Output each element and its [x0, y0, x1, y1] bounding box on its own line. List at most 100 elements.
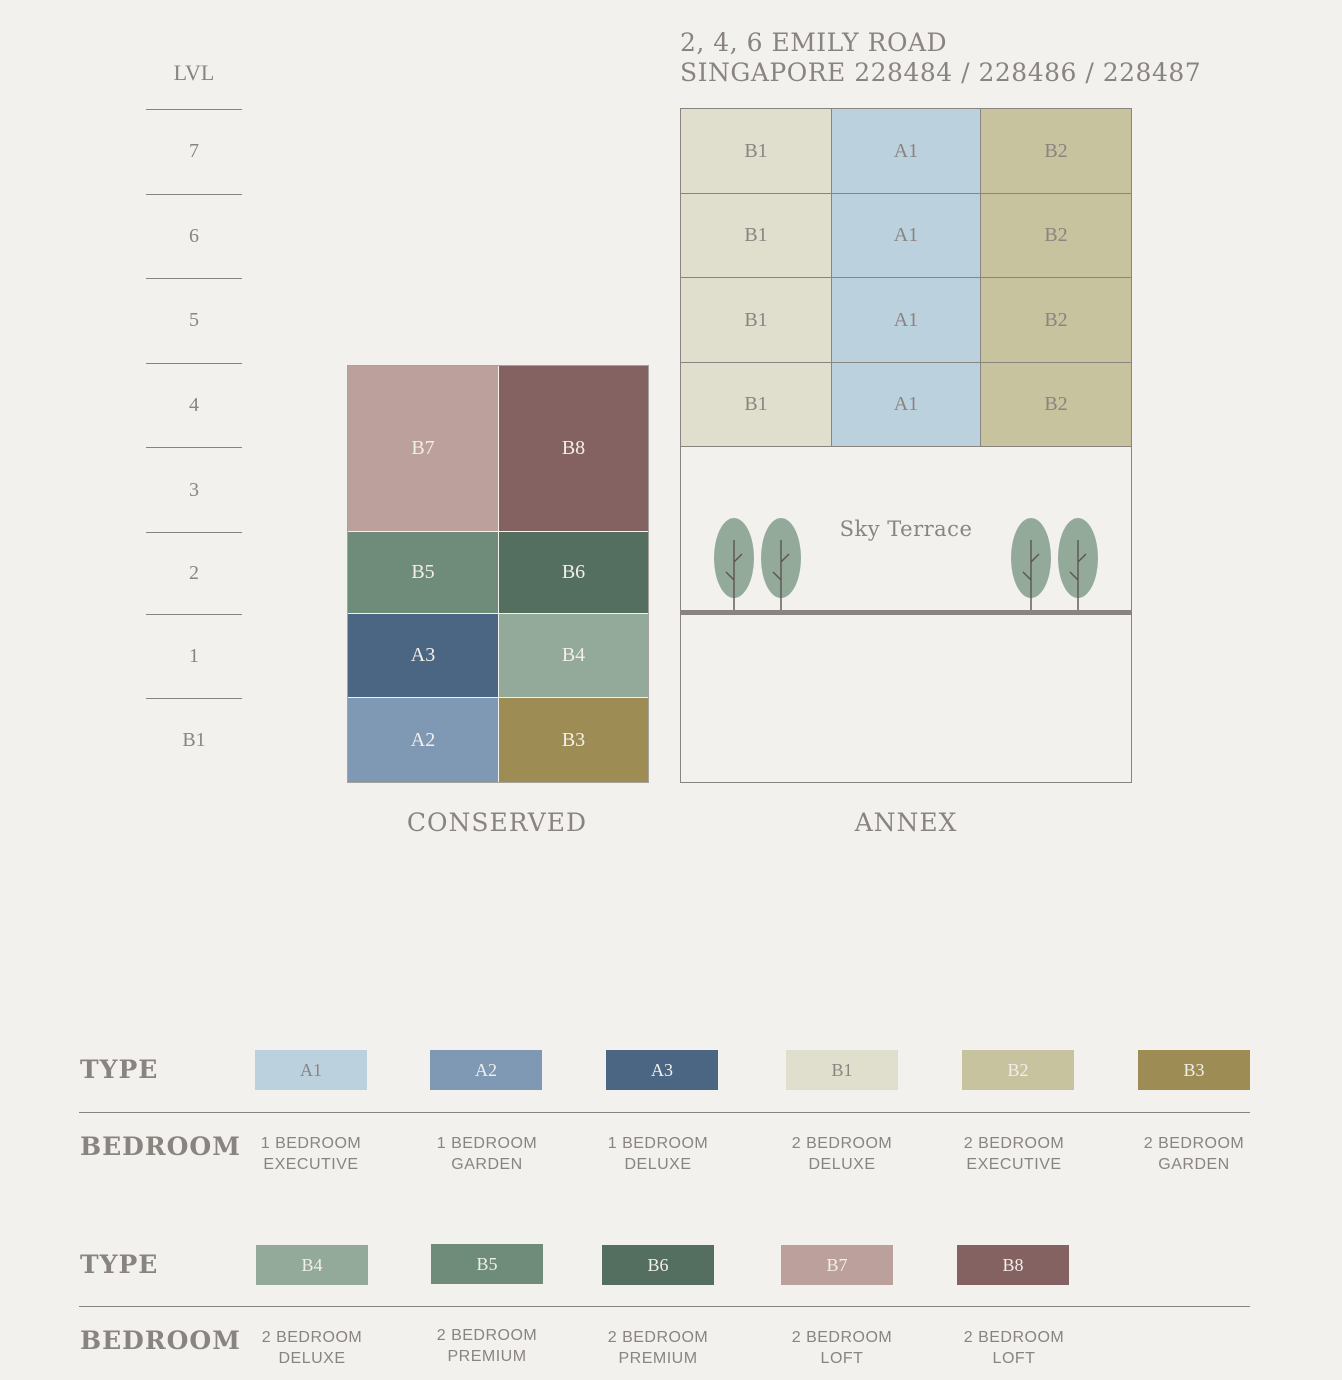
legend-bedroom-b6: 2 BEDROOM PREMIUM — [573, 1327, 743, 1369]
level-label: 6 — [189, 225, 199, 247]
address-line-2: SINGAPORE 228484 / 228486 / 228487 — [680, 58, 1202, 87]
conserved-building — [347, 365, 649, 783]
legend-bedroom-a3: 1 BEDROOM DELUXE — [573, 1133, 743, 1175]
level-divider — [146, 109, 242, 110]
legend-bedroom-b4: 2 BEDROOM DELUXE — [227, 1327, 397, 1369]
level-label: 4 — [189, 394, 199, 416]
level-divider — [146, 614, 242, 615]
legend-swatch-a3: A3 — [606, 1050, 718, 1090]
bedroom-count: 1 BEDROOM — [607, 1135, 709, 1152]
unit-b1[interactable]: B1 — [681, 109, 832, 194]
legend-swatch-b4: B4 — [256, 1245, 368, 1285]
unit-a1[interactable]: A1 — [832, 194, 981, 278]
bedroom-variant: LOFT — [992, 1350, 1036, 1367]
bedroom-count: 1 BEDROOM — [436, 1135, 538, 1152]
unit-a3[interactable]: A3 — [348, 614, 498, 697]
legend-divider — [79, 1306, 1250, 1307]
legend-swatch-b2: B2 — [962, 1050, 1074, 1090]
level-divider — [146, 363, 242, 364]
bedroom-count: 2 BEDROOM — [261, 1329, 363, 1346]
bedroom-variant: GARDEN — [1158, 1156, 1230, 1173]
unit-a1[interactable]: A1 — [832, 109, 981, 194]
legend-swatch-b3: B3 — [1138, 1050, 1250, 1090]
unit-b8[interactable]: B8 — [499, 366, 648, 531]
legend-bedroom-b2: 2 BEDROOM EXECUTIVE — [929, 1133, 1099, 1175]
level-label: 7 — [189, 140, 199, 162]
unit-b1[interactable]: B1 — [681, 363, 832, 447]
legend-bedroom-a2: 1 BEDROOM GARDEN — [402, 1133, 572, 1175]
bedroom-variant: PREMIUM — [618, 1350, 698, 1367]
unit-b3[interactable]: B3 — [499, 698, 648, 782]
bedroom-variant: DELUXE — [808, 1156, 876, 1173]
legend-swatch-a2: A2 — [430, 1050, 542, 1090]
bedroom-count: 2 BEDROOM — [963, 1135, 1065, 1152]
bedroom-variant: DELUXE — [624, 1156, 692, 1173]
tree-icons — [714, 518, 1098, 610]
bedroom-count: 2 BEDROOM — [963, 1329, 1065, 1346]
annex-caption: ANNEX — [854, 808, 958, 837]
tree-icon — [761, 518, 801, 610]
level-label: 2 — [189, 562, 199, 584]
unit-b4[interactable]: B4 — [499, 614, 648, 697]
level-label: B1 — [182, 729, 206, 751]
level-label: 1 — [189, 645, 199, 667]
bedroom-count: 2 BEDROOM — [436, 1327, 538, 1344]
legend-swatch-b5: B5 — [431, 1244, 543, 1284]
bedroom-count: 1 BEDROOM — [260, 1135, 362, 1152]
bedroom-variant: LOFT — [820, 1350, 864, 1367]
annex-building — [680, 108, 1132, 783]
sky-terrace-floor — [681, 610, 1131, 615]
legend-swatch-a1: A1 — [255, 1050, 367, 1090]
bedroom-variant: GARDEN — [451, 1156, 523, 1173]
tree-icon — [1011, 518, 1051, 610]
unit-b5[interactable]: B5 — [348, 532, 498, 613]
unit-b6[interactable]: B6 — [499, 532, 648, 613]
legend-bedroom-b8: 2 BEDROOM LOFT — [929, 1327, 1099, 1369]
unit-b1[interactable]: B1 — [681, 278, 832, 363]
tree-icon — [1058, 518, 1098, 610]
legend-bedroom-b7: 2 BEDROOM LOFT — [757, 1327, 927, 1369]
legend-bedroom-heading: BEDROOM — [80, 1326, 241, 1355]
legend-bedroom-a1: 1 BEDROOM EXECUTIVE — [226, 1133, 396, 1175]
level-column-title: LVL — [173, 60, 215, 85]
legend-swatch-b7: B7 — [781, 1245, 893, 1285]
level-label: 5 — [189, 309, 199, 331]
legend-swatch-b8: B8 — [957, 1245, 1069, 1285]
legend-bedroom-b5: 2 BEDROOM PREMIUM — [402, 1325, 572, 1367]
tree-icon — [714, 518, 754, 610]
level-label: 3 — [189, 479, 199, 501]
bedroom-count: 2 BEDROOM — [1143, 1135, 1245, 1152]
bedroom-variant: PREMIUM — [447, 1348, 527, 1365]
unit-b2[interactable]: B2 — [981, 278, 1131, 363]
bedroom-variant: EXECUTIVE — [263, 1156, 359, 1173]
legend-bedroom-b1: 2 BEDROOM DELUXE — [757, 1133, 927, 1175]
unit-a1[interactable]: A1 — [832, 363, 981, 447]
level-divider — [146, 698, 242, 699]
level-divider — [146, 447, 242, 448]
bedroom-variant: DELUXE — [278, 1350, 346, 1367]
legend-divider — [79, 1112, 1250, 1113]
legend-bedroom-b3: 2 BEDROOM GARDEN — [1109, 1133, 1279, 1175]
unit-b2[interactable]: B2 — [981, 363, 1131, 447]
address-line-1: 2, 4, 6 EMILY ROAD — [680, 28, 948, 57]
level-divider — [146, 278, 242, 279]
unit-a2[interactable]: A2 — [348, 698, 498, 782]
unit-b7[interactable]: B7 — [348, 366, 498, 531]
level-divider — [146, 532, 242, 533]
unit-a1[interactable]: A1 — [832, 278, 981, 363]
address-block: 2, 4, 6 EMILY ROAD SINGAPORE 228484 / 22… — [680, 28, 1201, 88]
legend-swatch-b1: B1 — [786, 1050, 898, 1090]
bedroom-count: 2 BEDROOM — [607, 1329, 709, 1346]
level-divider — [146, 194, 242, 195]
unit-b2[interactable]: B2 — [981, 109, 1131, 194]
sky-terrace-label: Sky Terrace — [839, 517, 973, 541]
bedroom-count: 2 BEDROOM — [791, 1329, 893, 1346]
conserved-caption: CONSERVED — [406, 808, 588, 837]
legend-type-heading: TYPE — [80, 1055, 159, 1084]
unit-b2[interactable]: B2 — [981, 194, 1131, 278]
bedroom-variant: EXECUTIVE — [966, 1156, 1062, 1173]
unit-b1[interactable]: B1 — [681, 194, 832, 278]
legend-swatch-b6: B6 — [602, 1245, 714, 1285]
legend-bedroom-heading: BEDROOM — [80, 1132, 241, 1161]
bedroom-count: 2 BEDROOM — [791, 1135, 893, 1152]
